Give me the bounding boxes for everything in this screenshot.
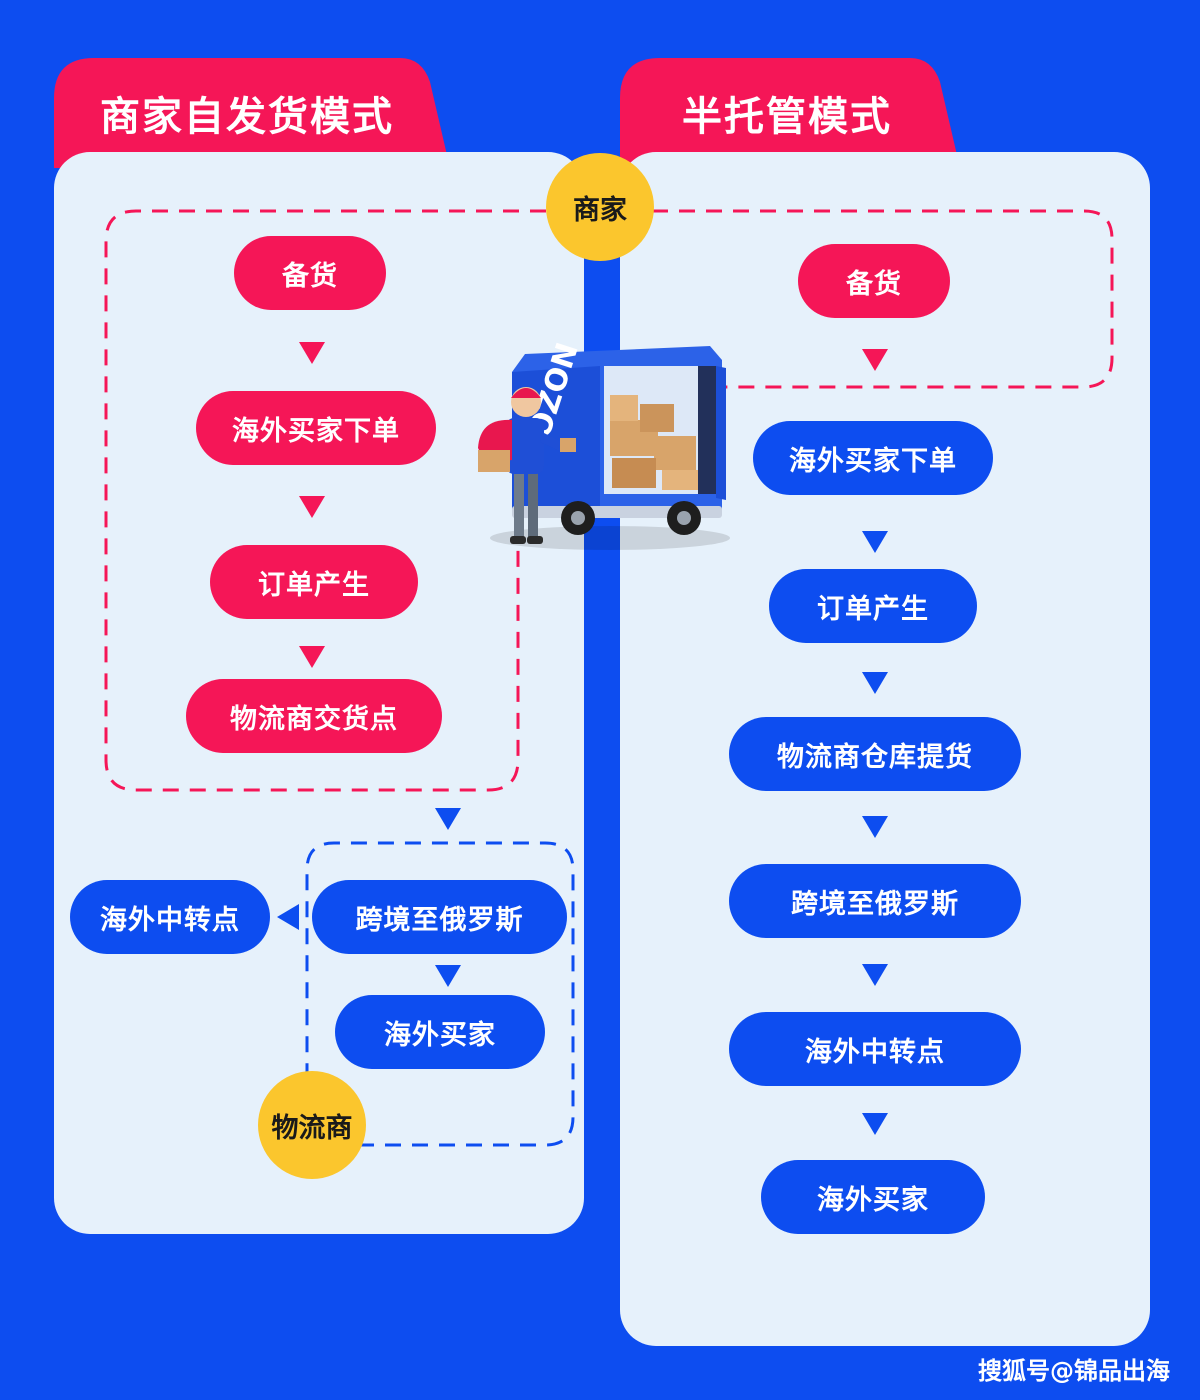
arrow-down-icon <box>862 964 888 986</box>
right-step-order-created-label: 订单产生 <box>817 593 929 625</box>
right-step-cross-border-label: 跨境至俄罗斯 <box>791 888 959 920</box>
right-panel-title: 半托管模式 <box>682 94 892 140</box>
right-step-stock: 备货 <box>798 244 950 318</box>
left-step-order-created: 订单产生 <box>210 545 418 619</box>
right-step-order-created: 订单产生 <box>769 569 977 643</box>
arrow-down-icon <box>299 646 325 668</box>
left-step-cross-border: 跨境至俄罗斯 <box>312 880 567 954</box>
merchant-badge-label: 商家 <box>573 194 627 226</box>
arrow-down-icon <box>862 672 888 694</box>
right-step-cross-border: 跨境至俄罗斯 <box>729 864 1021 938</box>
arrow-down-icon <box>299 496 325 518</box>
right-step-warehouse-pickup-label: 物流商仓库提货 <box>777 741 973 773</box>
watermark: 搜狐号@锦品出海 <box>978 1357 1170 1385</box>
left-step-cross-border-label: 跨境至俄罗斯 <box>355 904 524 936</box>
left-transit-point-label: 海外中转点 <box>100 904 240 936</box>
right-step-overseas-buyer: 海外买家 <box>761 1160 985 1234</box>
left-step-order-created-label: 订单产生 <box>258 569 370 601</box>
logistics-badge-label: 物流商 <box>271 1112 353 1144</box>
left-step-order-placed-label: 海外买家下单 <box>232 415 400 447</box>
left-panel-tab: 商家自发货模式 <box>54 58 450 168</box>
right-step-transit-point-label: 海外中转点 <box>805 1036 945 1068</box>
arrow-down-icon <box>299 342 325 364</box>
right-step-stock-label: 备货 <box>846 268 902 300</box>
right-panel-tab: 半托管模式 <box>620 58 960 168</box>
arrow-down-icon <box>862 816 888 838</box>
left-step-stock-label: 备货 <box>282 260 338 292</box>
logistics-dashed-box <box>305 841 575 1147</box>
left-transit-point: 海外中转点 <box>70 880 270 954</box>
right-step-transit-point: 海外中转点 <box>729 1012 1021 1086</box>
arrow-down-icon <box>862 349 888 371</box>
left-step-overseas-buyer: 海外买家 <box>335 995 545 1069</box>
left-step-handover-point-label: 物流商交货点 <box>230 703 398 735</box>
right-step-warehouse-pickup: 物流商仓库提货 <box>729 717 1021 791</box>
left-step-overseas-buyer-label: 海外买家 <box>384 1019 496 1051</box>
right-step-order-placed: 海外买家下单 <box>753 421 993 495</box>
merchant-dashed-box-right <box>652 209 1114 389</box>
right-step-order-placed-label: 海外买家下单 <box>789 445 957 477</box>
arrow-down-icon <box>435 808 461 830</box>
left-panel-title: 商家自发货模式 <box>100 94 394 140</box>
merchant-dashed-box <box>104 209 546 792</box>
left-step-order-placed: 海外买家下单 <box>196 391 436 465</box>
logistics-badge: 物流商 <box>258 1071 366 1179</box>
merchant-badge: 商家 <box>546 153 654 261</box>
courier-figure <box>478 387 576 544</box>
arrow-down-icon <box>862 1113 888 1135</box>
left-step-stock: 备货 <box>234 236 386 310</box>
right-step-overseas-buyer-label: 海外买家 <box>817 1184 929 1216</box>
left-step-handover-point: 物流商交货点 <box>186 679 442 753</box>
arrow-left-icon <box>277 904 299 930</box>
arrow-down-icon <box>862 531 888 553</box>
arrow-down-icon <box>435 965 461 987</box>
